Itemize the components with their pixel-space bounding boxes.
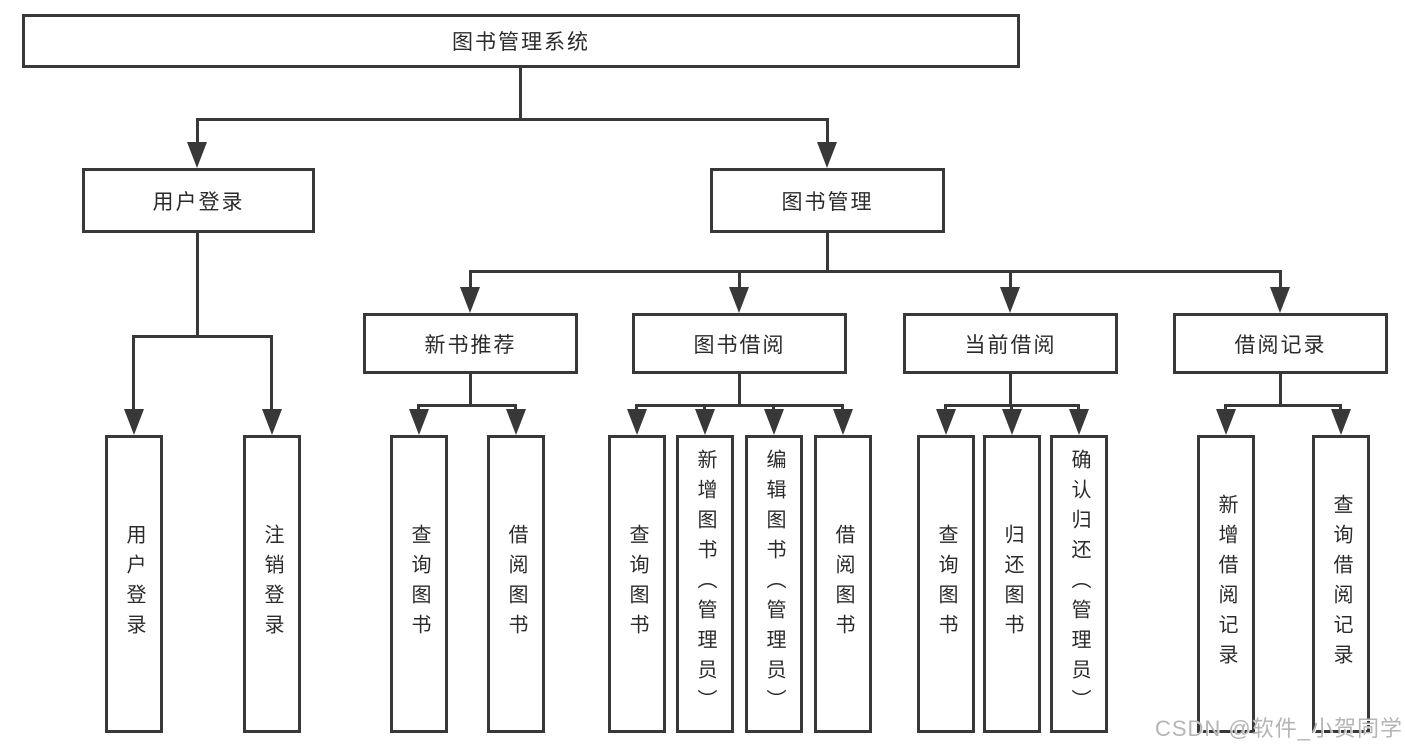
leaf-query-books-recommend: 查询图书	[390, 435, 448, 733]
leaf-borrow-books-recommend: 借阅图书	[487, 435, 545, 733]
arrow-down-icon	[817, 142, 837, 168]
leaf-label: 确认归还（管理员）	[1068, 449, 1090, 719]
connector-line	[1279, 270, 1282, 292]
leaf-label: 查询图书	[408, 524, 430, 644]
leaf-query-books-borrow: 查询图书	[608, 435, 666, 733]
leaf-label: 借阅图书	[505, 524, 527, 644]
leaf-logout: 注销登录	[243, 435, 301, 733]
leaf-label: 查询图书	[626, 524, 648, 644]
connector-line	[826, 118, 829, 148]
node-user-login: 用户登录	[82, 168, 315, 233]
leaf-user-login: 用户登录	[105, 435, 163, 733]
leaf-edit-books-admin: 编辑图书（管理员）	[745, 435, 803, 733]
leaf-label: 借阅图书	[832, 524, 854, 644]
node-label: 图书管理	[781, 190, 874, 214]
leaf-label: 新增图书（管理员）	[694, 449, 716, 719]
leaf-label: 新增借阅记录	[1215, 494, 1237, 674]
leaf-label: 查询图书	[935, 524, 957, 644]
connector-line	[469, 270, 472, 292]
leaf-query-borrow-record: 查询借阅记录	[1312, 435, 1370, 733]
connector-line	[196, 233, 199, 338]
node-root-label: 图书管理系统	[452, 31, 590, 54]
leaf-add-borrow-record: 新增借阅记录	[1197, 435, 1255, 733]
node-current-borrow: 当前借阅	[903, 313, 1118, 374]
connector-line	[1009, 270, 1012, 292]
csdn-watermark: CSDN @软件_小贺同学	[1154, 716, 1403, 741]
arrow-down-icon	[1216, 409, 1236, 435]
arrow-down-icon	[1069, 409, 1089, 435]
connector-line	[469, 270, 1282, 273]
connector-line	[826, 233, 829, 273]
node-root: 图书管理系统	[22, 14, 1020, 68]
connector-line	[738, 374, 741, 407]
arrow-down-icon	[124, 409, 144, 435]
arrow-down-icon	[936, 409, 956, 435]
leaf-return-books: 归还图书	[983, 435, 1041, 733]
node-borrow-records: 借阅记录	[1173, 313, 1388, 374]
leaf-query-books-current: 查询图书	[917, 435, 975, 733]
leaf-add-books-admin: 新增图书（管理员）	[676, 435, 734, 733]
leaf-label: 查询借阅记录	[1330, 494, 1352, 674]
connector-line	[1279, 374, 1282, 407]
arrow-down-icon	[1331, 409, 1351, 435]
arrow-down-icon	[262, 409, 282, 435]
arrow-down-icon	[409, 409, 429, 435]
connector-line	[196, 118, 829, 121]
node-book-borrow: 图书借阅	[632, 313, 847, 374]
arrow-down-icon	[187, 142, 207, 168]
arrow-down-icon	[764, 409, 784, 435]
arrow-down-icon	[1000, 287, 1020, 313]
connector-line	[196, 118, 199, 148]
arrow-down-icon	[1270, 287, 1290, 313]
node-label: 借阅记录	[1234, 333, 1327, 357]
connector-line	[519, 68, 522, 121]
leaf-label: 归还图书	[1001, 524, 1023, 644]
connector-line	[1224, 404, 1342, 407]
connector-line	[417, 404, 517, 407]
connector-line	[738, 270, 741, 292]
arrow-down-icon	[695, 409, 715, 435]
arrow-down-icon	[460, 287, 480, 313]
node-label: 新书推荐	[424, 333, 517, 357]
leaf-borrow-books: 借阅图书	[814, 435, 872, 733]
node-new-book-recommend: 新书推荐	[363, 313, 578, 374]
connector-line	[132, 335, 273, 338]
connector-line	[469, 374, 472, 407]
arrow-down-icon	[1002, 409, 1022, 435]
leaf-label: 注销登录	[261, 524, 283, 644]
node-label: 当前借阅	[964, 333, 1057, 357]
node-label: 图书借阅	[693, 333, 786, 357]
arrow-down-icon	[729, 287, 749, 313]
arrow-down-icon	[833, 409, 853, 435]
leaf-label: 用户登录	[123, 524, 145, 644]
leaf-label: 编辑图书（管理员）	[763, 449, 785, 719]
arrow-down-icon	[627, 409, 647, 435]
connector-line	[270, 335, 273, 413]
node-book-management: 图书管理	[710, 168, 945, 233]
arrow-down-icon	[506, 409, 526, 435]
leaf-confirm-return-admin: 确认归还（管理员）	[1050, 435, 1108, 733]
connector-line	[1009, 374, 1012, 407]
connector-line	[635, 404, 844, 407]
node-label: 用户登录	[152, 190, 245, 214]
connector-line	[132, 335, 135, 413]
